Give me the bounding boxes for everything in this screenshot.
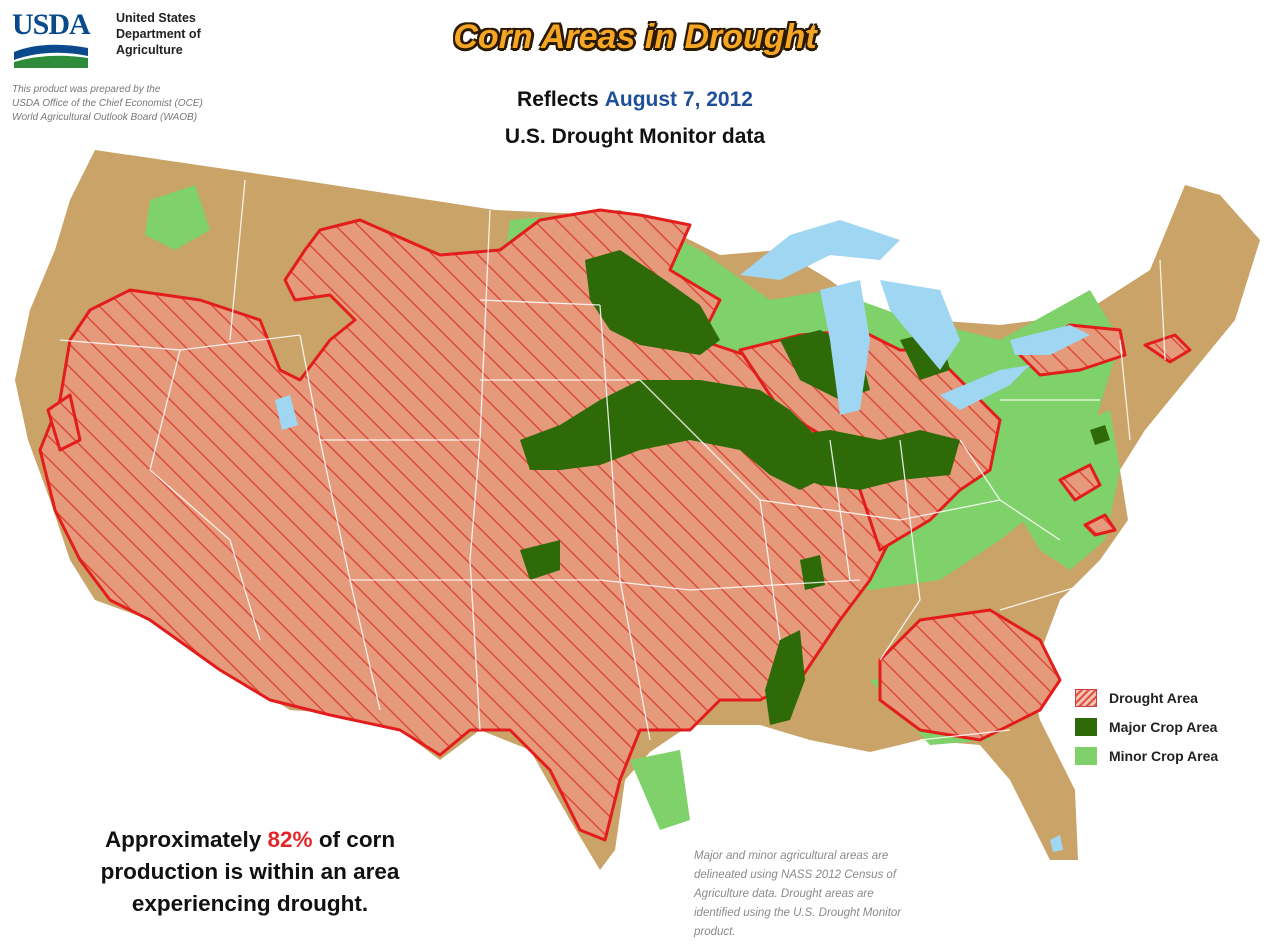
usda-department-name: United States Department of Agriculture <box>116 11 201 57</box>
data-date: August 7, 2012 <box>604 88 753 111</box>
minor-crop-swatch-icon <box>1075 746 1097 765</box>
legend-item-drought: Drought Area <box>1075 683 1260 712</box>
lake-okeechobee <box>1050 835 1063 852</box>
drought-swatch-icon <box>1075 688 1097 707</box>
state-boundaries <box>59 179 1166 741</box>
major-crop-areas <box>520 250 1110 725</box>
usda-logo: USDA United States Department of Agricul… <box>12 8 242 68</box>
great-lakes <box>275 220 1090 852</box>
drought-ne-small <box>1143 333 1192 364</box>
map-subtitle: U.S. Drought Monitor data <box>504 125 766 148</box>
prepared-by-note: This product was prepared by the USDA Of… <box>12 84 203 123</box>
usda-swoosh-icon <box>14 44 88 68</box>
us-drought-map <box>15 150 1260 870</box>
legend-item-major-crop: Major Crop Area <box>1075 712 1260 741</box>
drought-va <box>1058 463 1102 502</box>
drought-southeast <box>878 608 1062 742</box>
map-title: Corn Areas in Drought <box>453 18 817 56</box>
lake-superior <box>740 220 900 280</box>
drought-statistic: Approximately 82% of corn production is … <box>100 827 400 916</box>
drought-nc <box>1083 513 1117 537</box>
lake-michigan <box>820 280 870 415</box>
major-crop-swatch-icon <box>1075 717 1097 736</box>
source-note: Major and minor agricultural areas are d… <box>694 850 902 938</box>
lake-erie <box>940 365 1030 410</box>
great-salt-lake <box>275 395 298 430</box>
drought-pacific-nw <box>46 393 82 452</box>
legend-item-minor-crop: Minor Crop Area <box>1075 741 1260 770</box>
map-legend: Drought Area Major Crop Area Minor Crop … <box>1075 683 1260 770</box>
drought-percent: 82% <box>267 827 313 852</box>
lake-huron <box>880 280 960 370</box>
usda-wordmark: USDA <box>12 8 91 41</box>
lake-ontario <box>1010 325 1090 355</box>
